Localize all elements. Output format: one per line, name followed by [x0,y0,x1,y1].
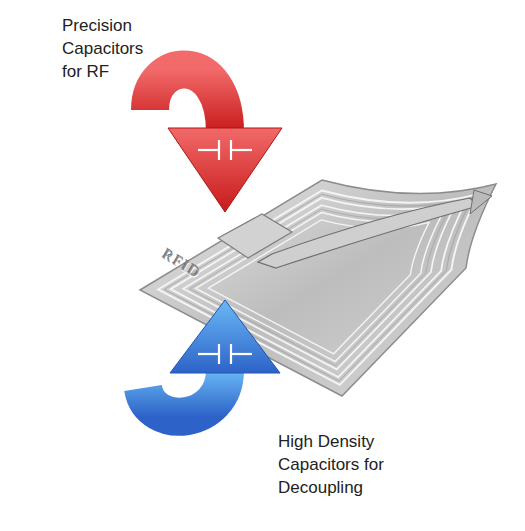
rf-label: Precision Capacitors for RF [62,14,162,83]
antenna-coil-shade [164,194,472,381]
antenna-bridge [258,198,478,268]
rfid-tag [140,180,496,396]
decoupling-arrow [143,300,280,417]
bridge-tip [470,190,492,214]
rf-arrow [150,69,282,212]
antenna-coil [158,191,478,385]
arrow-head [168,128,282,212]
capacitor-symbol [198,140,252,160]
arrow-head [170,300,280,373]
capacitor-symbol [198,344,252,364]
arrow-shaft [143,370,225,417]
tag-sheet [140,180,496,396]
decoupling-label: High Density Capacitors for Decoupling [278,430,396,499]
arrow-shaft [150,69,225,132]
